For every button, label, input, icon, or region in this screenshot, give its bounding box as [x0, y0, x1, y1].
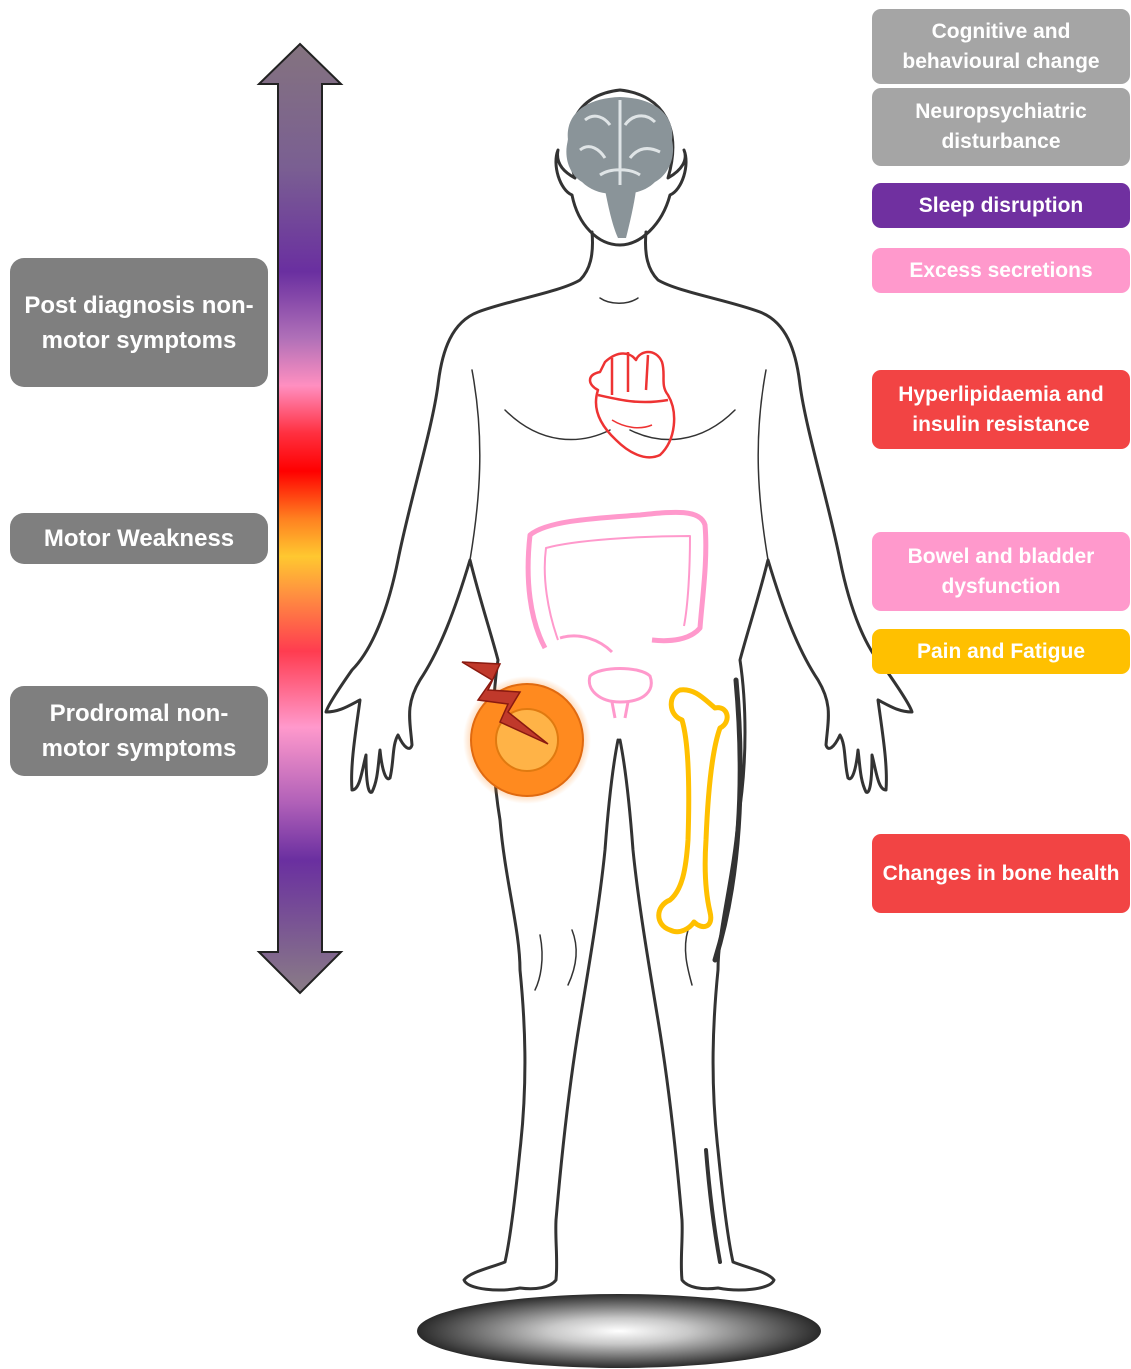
symptom-bowel-bladder: Bowel and bladder dysfunction: [872, 532, 1130, 611]
symptom-sleep-disruption: Sleep disruption: [872, 183, 1130, 228]
symptom-bone-health: Changes in bone health: [872, 834, 1130, 913]
femur-illustration: [659, 690, 727, 932]
stage-label-prodromal: Prodromal non-motor symptoms: [10, 686, 268, 776]
symptom-neuropsychiatric: Neuropsychiatric disturbance: [872, 88, 1130, 166]
symptom-pain-fatigue: Pain and Fatigue: [872, 629, 1130, 674]
pain-indicator: [462, 662, 591, 804]
symptom-hyperlipidaemia: Hyperlipidaemia and insulin resistance: [872, 370, 1130, 449]
symptom-cognitive-behavioural: Cognitive and behavioural change: [872, 9, 1130, 84]
symptom-excess-secretions: Excess secretions: [872, 248, 1130, 293]
heart-illustration: [590, 352, 674, 457]
timeline-arrow: [259, 44, 341, 993]
stage-label-motor-weakness: Motor Weakness: [10, 513, 268, 564]
stage-label-post-diagnosis: Post diagnosis non-motor symptoms: [10, 258, 268, 387]
human-body-outline: [326, 90, 912, 1290]
floor-shadow: [417, 1294, 821, 1368]
